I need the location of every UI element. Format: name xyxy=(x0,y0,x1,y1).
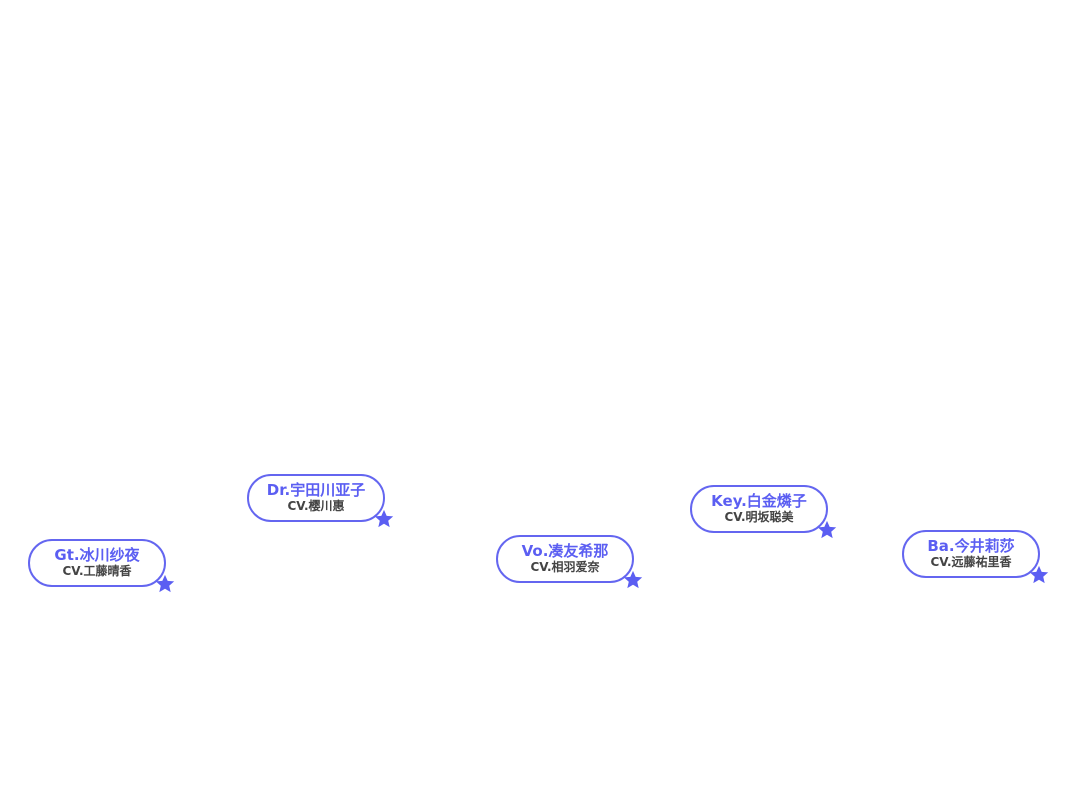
member-name: Vo.凑友希那 xyxy=(521,542,609,560)
member-name: Gt.冰川纱夜 xyxy=(54,546,140,564)
member-cv: CV.工藤晴香 xyxy=(62,564,132,578)
member-name: Ba.今井莉莎 xyxy=(927,537,1015,555)
member-card-ako[interactable]: Dr.宇田川亚子 CV.樱川惠 xyxy=(247,474,394,528)
member-card-rinko[interactable]: Key.白金燐子 CV.明坂聪美 xyxy=(690,485,837,539)
member-name: Dr.宇田川亚子 xyxy=(266,481,366,499)
star-icon xyxy=(374,509,394,528)
member-card-yukina[interactable]: Vo.凑友希那 CV.相羽爱奈 xyxy=(496,535,643,589)
member-card-sayo[interactable]: Gt.冰川纱夜 CV.工藤晴香 xyxy=(28,539,175,593)
star-icon xyxy=(623,570,643,589)
star-icon xyxy=(1029,565,1049,584)
member-cv: CV.远藤祐里香 xyxy=(930,555,1012,569)
member-card-lisa[interactable]: Ba.今井莉莎 CV.远藤祐里香 xyxy=(902,530,1049,584)
member-cv: CV.樱川惠 xyxy=(287,499,345,513)
star-icon xyxy=(155,574,175,593)
member-cv: CV.明坂聪美 xyxy=(724,510,794,524)
member-cv: CV.相羽爱奈 xyxy=(530,560,600,574)
member-name: Key.白金燐子 xyxy=(711,492,807,510)
star-icon xyxy=(817,520,837,539)
